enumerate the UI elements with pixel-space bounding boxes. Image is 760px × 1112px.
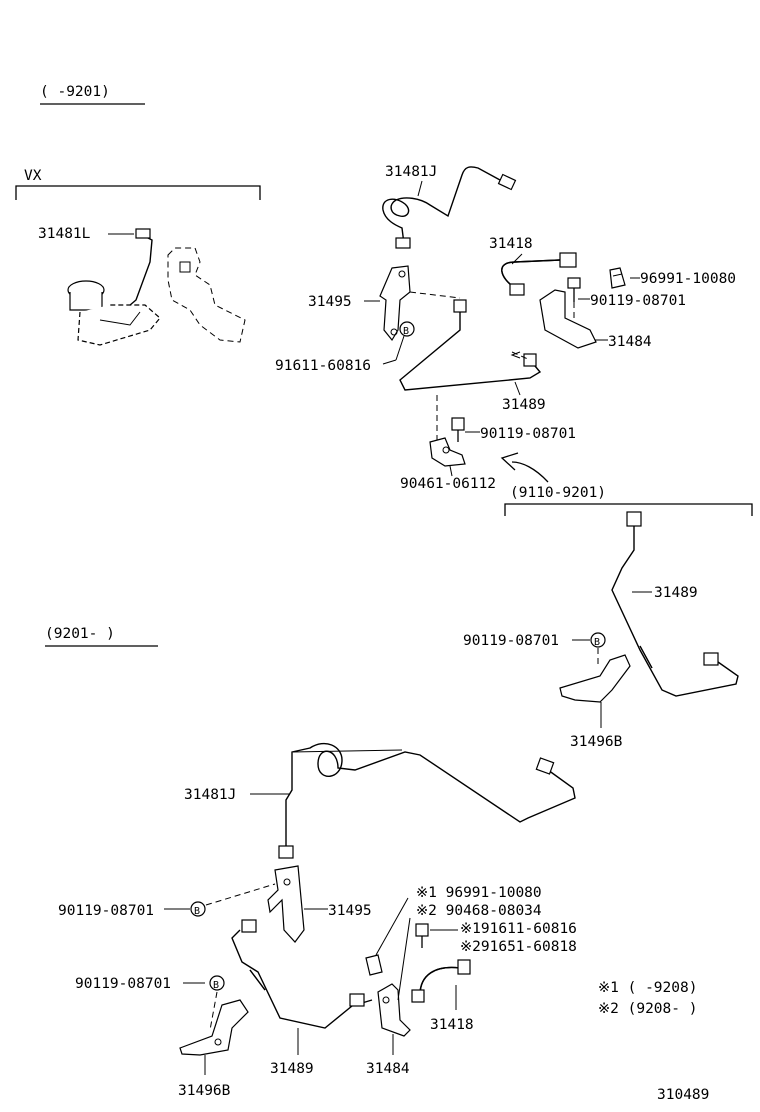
label-90119-bot1: 90119-08701	[58, 903, 154, 919]
b-marker-bot1: B	[194, 906, 200, 917]
label-31484-top: 31484	[608, 334, 652, 350]
b-marker-top: B	[403, 326, 409, 337]
label-96991-bot: ※1 96991-10080	[416, 885, 542, 901]
footnote-2: ※2 (9208- )	[598, 1001, 697, 1017]
footnote-1: ※1 ( -9208)	[598, 980, 697, 996]
b-marker-bot2: B	[213, 980, 219, 991]
label-31489-top: 31489	[502, 397, 546, 413]
label-31489-mid: 31489	[654, 585, 698, 601]
label-90461: 90461-06112	[400, 476, 496, 492]
vx-master-cylinder-group: 31481L	[38, 226, 246, 346]
mid-assembly-group: 31489 90119-08701 B 31496B	[463, 511, 739, 750]
label-91611-top: 91611-60816	[275, 358, 371, 374]
label-90119-top1: 90119-08701	[590, 293, 686, 309]
label-31481J-top: 31481J	[385, 164, 437, 180]
label-31489-bot: 31489	[270, 1061, 314, 1077]
vx-label: VX	[24, 168, 42, 184]
bottom-assembly-group: 31481J 31495 90119-08701 B 31489 90119-0…	[58, 742, 577, 1099]
label-31481J-bot: 31481J	[184, 787, 236, 803]
label-91651-bot: ※291651-60818	[460, 939, 577, 955]
label-91611-bot: ※191611-60816	[460, 921, 577, 937]
label-96991-top: 96991-10080	[640, 271, 736, 287]
label-31418-top: 31418	[489, 236, 533, 252]
vx-bracket	[15, 185, 261, 200]
label-31481L: 31481L	[38, 226, 91, 242]
figure-number: 310489	[657, 1087, 709, 1103]
label-90119-bot2: 90119-08701	[75, 976, 171, 992]
range-label-sub: (9110-9201)	[510, 485, 606, 501]
b-marker-mid: B	[594, 637, 600, 648]
range-label-top: ( -9201)	[40, 84, 110, 100]
label-90468-bot: ※2 90468-08034	[416, 903, 542, 919]
label-31418-bot: 31418	[430, 1017, 474, 1033]
top-assembly-group: 31481J 31418 96991-10080 90119-08701 314…	[275, 164, 736, 492]
label-31484-bot: 31484	[366, 1061, 410, 1077]
range-label-bottom: (9201- )	[45, 626, 115, 642]
label-31496B-mid: 31496B	[570, 734, 623, 750]
label-90119-top2: 90119-08701	[480, 426, 576, 442]
label-31495-top: 31495	[308, 294, 352, 310]
sub-bracket	[504, 503, 753, 516]
label-90119-mid: 90119-08701	[463, 633, 559, 649]
label-31495-bot: 31495	[328, 903, 372, 919]
label-31496B-bot: 31496B	[178, 1083, 231, 1099]
